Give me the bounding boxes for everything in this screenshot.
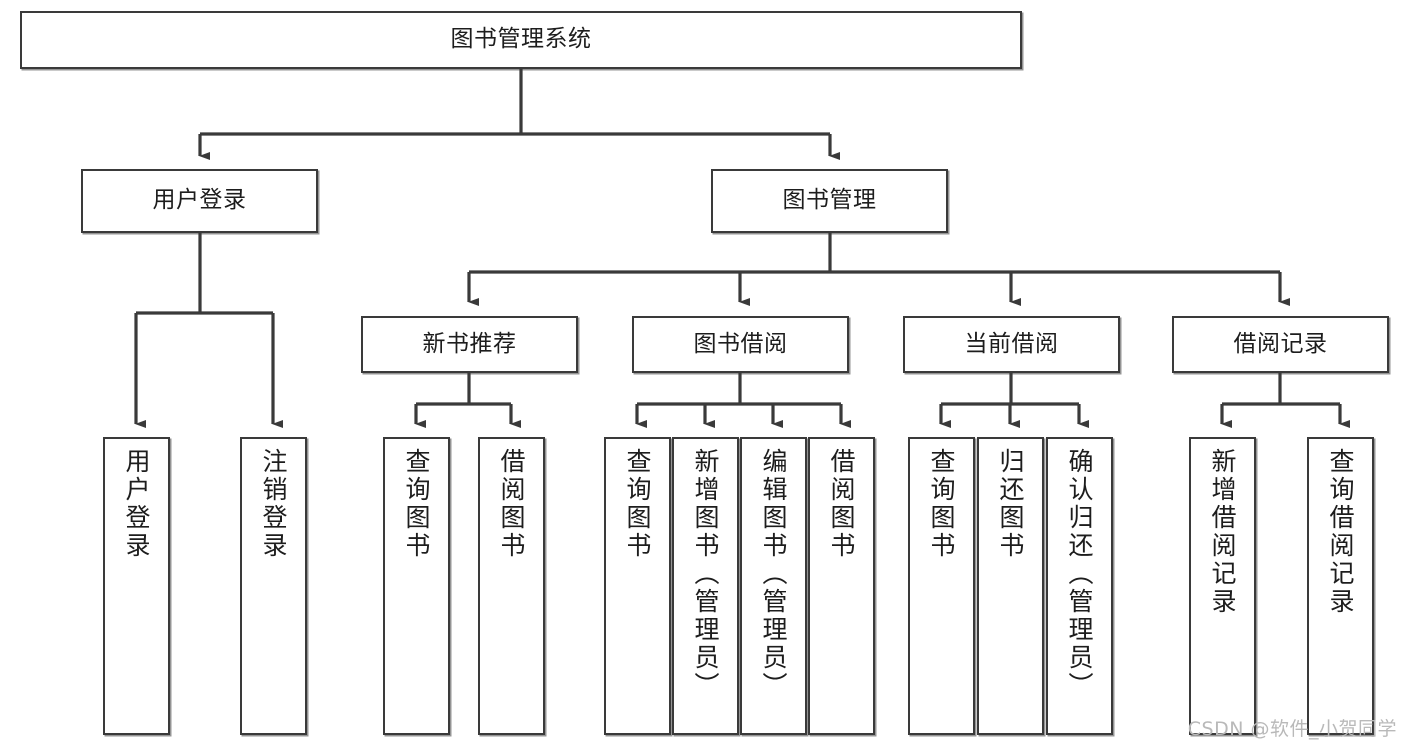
node-leaf-user-login-label: 用户登录 (122, 448, 151, 560)
node-leaf-edit-book-label: 编辑图书（管理员） (759, 448, 788, 700)
node-leaf-borrow-book-1-label: 借阅图书 (497, 448, 526, 560)
node-leaf-return-book-label: 归还图书 (996, 448, 1025, 560)
node-book-borrow-label: 图书借阅 (693, 330, 788, 357)
node-leaf-add-record-label: 新增借阅记录 (1208, 448, 1237, 616)
node-leaf-query-book-2[interactable]: 查询图书 (604, 437, 671, 735)
node-borrow-record[interactable]: 借阅记录 (1172, 316, 1389, 373)
node-user-login-label: 用户登录 (152, 187, 247, 214)
node-leaf-confirm-return[interactable]: 确认归还（管理员） (1046, 437, 1113, 735)
node-leaf-query-book-1-label: 查询图书 (402, 448, 431, 560)
node-leaf-add-book[interactable]: 新增图书（管理员） (672, 437, 739, 735)
node-leaf-query-book-3[interactable]: 查询图书 (908, 437, 975, 735)
node-root-label: 图书管理系统 (450, 26, 592, 53)
node-leaf-logout-login-label: 注销登录 (259, 448, 288, 560)
node-book-borrow[interactable]: 图书借阅 (632, 316, 849, 373)
node-leaf-query-book-3-label: 查询图书 (927, 448, 956, 560)
node-leaf-edit-book[interactable]: 编辑图书（管理员） (740, 437, 807, 735)
node-user-login[interactable]: 用户登录 (81, 169, 318, 233)
node-leaf-logout-login[interactable]: 注销登录 (240, 437, 307, 735)
node-leaf-confirm-return-label: 确认归还（管理员） (1065, 448, 1094, 700)
node-leaf-borrow-book-2-label: 借阅图书 (827, 448, 856, 560)
node-leaf-user-login[interactable]: 用户登录 (103, 437, 170, 735)
node-leaf-add-book-label: 新增图书（管理员） (691, 448, 720, 700)
node-leaf-add-record[interactable]: 新增借阅记录 (1189, 437, 1256, 735)
node-leaf-query-record[interactable]: 查询借阅记录 (1307, 437, 1374, 735)
node-leaf-borrow-book-2[interactable]: 借阅图书 (808, 437, 875, 735)
node-borrow-record-label: 借阅记录 (1233, 330, 1328, 357)
node-current-borrow-label: 当前借阅 (964, 330, 1059, 357)
node-book-management[interactable]: 图书管理 (711, 169, 948, 233)
node-book-management-label: 图书管理 (782, 187, 877, 214)
node-leaf-borrow-book-1[interactable]: 借阅图书 (478, 437, 545, 735)
node-new-book-recommend-label: 新书推荐 (422, 330, 517, 357)
node-root[interactable]: 图书管理系统 (20, 11, 1022, 69)
node-leaf-return-book[interactable]: 归还图书 (977, 437, 1044, 735)
node-current-borrow[interactable]: 当前借阅 (903, 316, 1120, 373)
csdn-watermark: CSDN @软件_小贺同学 (1187, 718, 1397, 740)
node-leaf-query-book-1[interactable]: 查询图书 (383, 437, 450, 735)
node-new-book-recommend[interactable]: 新书推荐 (361, 316, 578, 373)
node-leaf-query-record-label: 查询借阅记录 (1326, 448, 1355, 616)
node-leaf-query-book-2-label: 查询图书 (623, 448, 652, 560)
